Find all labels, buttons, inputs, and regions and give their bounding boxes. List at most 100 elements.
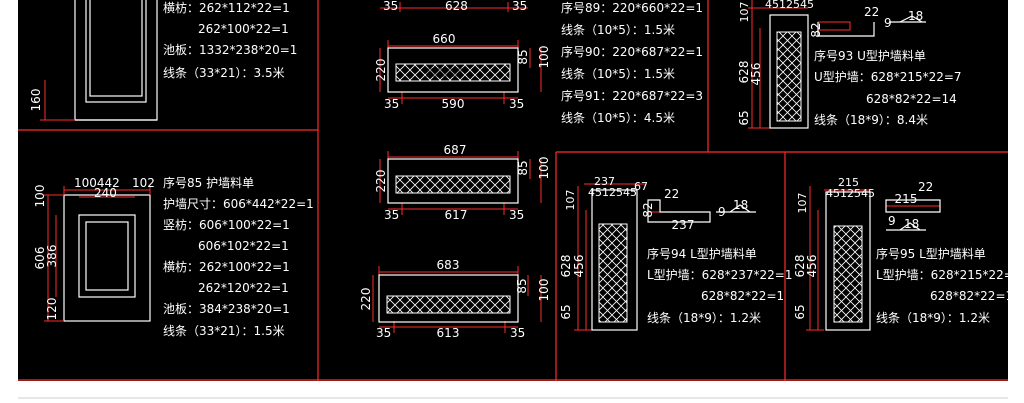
strip-top-dim-right: 35 [512,0,527,13]
strip-89-left: 35 [384,97,399,111]
strip-91-height: 220 [359,288,373,311]
strip-89-right: 35 [509,97,524,111]
strip-89-side: 85 [516,49,530,64]
strips-column: 35 628 35 660 220 85 100 35 5 [359,0,703,340]
panel-93-note-3: 线条（18*9）：8.4米 [814,113,928,127]
panel-93-dim-a: 628 [737,61,751,84]
strip-91-right: 35 [510,326,525,340]
panel-85: 100442 102 240 100 606 386 120 序号85 护墙料单… [33,175,314,338]
frame-lines [18,0,1008,381]
panel-94-dim-c: 65 [559,304,573,319]
panel-a-note-2: 262*100*22=1 [198,22,289,36]
panel-95-note-2: 628*82*22=1 [930,289,1013,303]
strip-90-outer-right: 100 [537,157,551,180]
panel-85-note-3: 606*102*22=1 [198,239,289,253]
panel-93-profile-left: 82 [809,22,823,37]
panel-93-title: 序号93 U型护墙料单 [814,48,926,63]
panel-94-top-d: 107 [564,190,577,211]
panel-94-title: 序号94 L型护墙料单 [647,246,757,261]
strip-90-mid: 617 [445,208,468,222]
panel-95-dim-b: 456 [805,255,819,278]
panel-95-note-1: L型护墙：628*215*22=1 [876,268,1021,282]
panel-a: 160 横枋：262*112*22=1 262*100*22=1 池板：1332… [29,0,297,121]
panel-85-note-1: 护墙尺寸：606*442*22=1 [163,197,314,211]
panel-94-dim-a: 628 [559,255,573,278]
panel-95-top-a: 215 [838,176,859,189]
panel-95-title: 序号95 L型护墙料单 [876,246,986,261]
panel-85-note-2: 竖枋：606*100*22=1 [163,217,290,232]
panel-85-dim-left-top: 100 [33,185,47,208]
panel-95-top-c: 107 [796,193,809,214]
panel-a-note-3: 池板：1332*238*20=1 [163,43,297,57]
strip-90-left: 35 [384,208,399,222]
strip-91-side: 85 [515,278,529,293]
strip-91-width: 683 [437,258,460,272]
panel-94-profile-left: 82 [641,202,655,217]
strip-89: 660 220 85 100 35 590 35 [374,32,551,111]
strip-89-width: 660 [433,32,456,46]
panel-85-dim-top-right: 102 [132,176,155,190]
strip-91-left: 35 [376,326,391,340]
panel-95-top-b: 4512545 [826,187,875,200]
strip-90-right: 35 [509,208,524,222]
panel-94-profile-thick: 9 [718,205,726,219]
panel-a-dim-side: 160 [29,89,43,112]
panel-95-note-3: 线条（18*9）：1.2米 [876,311,990,325]
strip-note-3: 序号90：220*687*22=1 [561,44,703,59]
panel-93-note-1: U型护墙：628*215*22=7 [814,70,962,84]
panel-95-dim-c: 65 [793,304,807,319]
panel-93-top-a: 107 [738,2,751,23]
panel-85-note-7: 线条（33*21）：1.5米 [163,324,285,338]
panel-94: 237 4512545 67 107 22 82 237 9 18 628 45… [559,175,792,331]
panel-85-dim-left-bottom: 120 [45,298,59,321]
panel-95: 215 4512545 107 22 215 9 18 628 456 65 序… [793,176,1021,331]
panel-94-profile-bottom: 237 [672,218,695,232]
strip-90: 687 220 85 100 35 617 35 [374,143,551,222]
strip-89-outer-right: 100 [537,46,551,69]
panel-94-top-b: 4512545 [588,186,637,199]
strip-top-dim-mid: 628 [445,0,468,13]
panel-85-note-6: 池板：384*238*20=1 [163,302,290,316]
panel-94-profile-angle: 18 [733,198,748,212]
panel-85-dim-top-inner: 240 [94,186,117,200]
panel-93-profile-angle: 18 [908,9,923,23]
strip-91-outer-right: 100 [537,279,551,302]
panel-85-dim-left-a: 606 [33,247,47,270]
panel-85-dim-left-b: 386 [45,245,59,268]
panel-93-dim-b: 456 [749,63,763,86]
strip-91: 683 220 85 100 35 613 35 [359,258,551,340]
panel-93-profile-thick: 9 [884,16,892,30]
panel-85-note-5: 262*120*22=1 [198,281,289,295]
panel-93: 107 4512545 82 22 9 18 628 456 65 序号93 U… [737,0,962,129]
strip-90-height: 220 [374,170,388,193]
panel-94-dim-b: 456 [572,255,586,278]
strip-91-mid: 613 [437,326,460,340]
panel-94-note-1: L型护墙：628*237*22=1 [647,268,792,282]
panel-94-top-a: 237 [594,175,615,188]
panel-95-profile-thick: 9 [888,214,896,228]
panel-95-dim-a: 628 [793,255,807,278]
panel-94-top-c: 67 [634,180,648,193]
strip-note-4: 线条（10*5）：1.5米 [561,67,675,81]
panel-93-dim-c: 65 [737,110,751,125]
panel-85-title: 序号85 护墙料单 [163,175,254,190]
panel-94-note-3: 线条（18*9）：1.2米 [647,311,761,325]
strip-90-side: 85 [516,160,530,175]
panel-93-top-b: 4512545 [765,0,814,11]
panel-94-note-2: 628*82*22=1 [701,289,784,303]
panel-a-note-4: 线条（33*21）：3.5米 [163,66,285,80]
panel-95-profile-mid: 215 [895,192,918,206]
strip-89-mid: 590 [442,97,465,111]
panel-95-profile-angle: 18 [904,217,919,231]
strip-note-2: 线条（10*5）：1.5米 [561,23,675,37]
strip-top-dim-left: 35 [383,0,398,13]
panel-93-profile-right: 22 [864,5,879,19]
panel-85-dim-top-split: 100442 [74,176,120,190]
panel-93-note-2: 628*82*22=14 [866,92,957,106]
panel-94-profile-top: 22 [664,187,679,201]
strip-note-6: 线条（10*5）：4.5米 [561,111,675,125]
panel-85-note-4: 横枋：262*100*22=1 [163,259,290,274]
panel-95-profile-top: 22 [918,180,933,194]
strip-90-width: 687 [444,143,467,157]
